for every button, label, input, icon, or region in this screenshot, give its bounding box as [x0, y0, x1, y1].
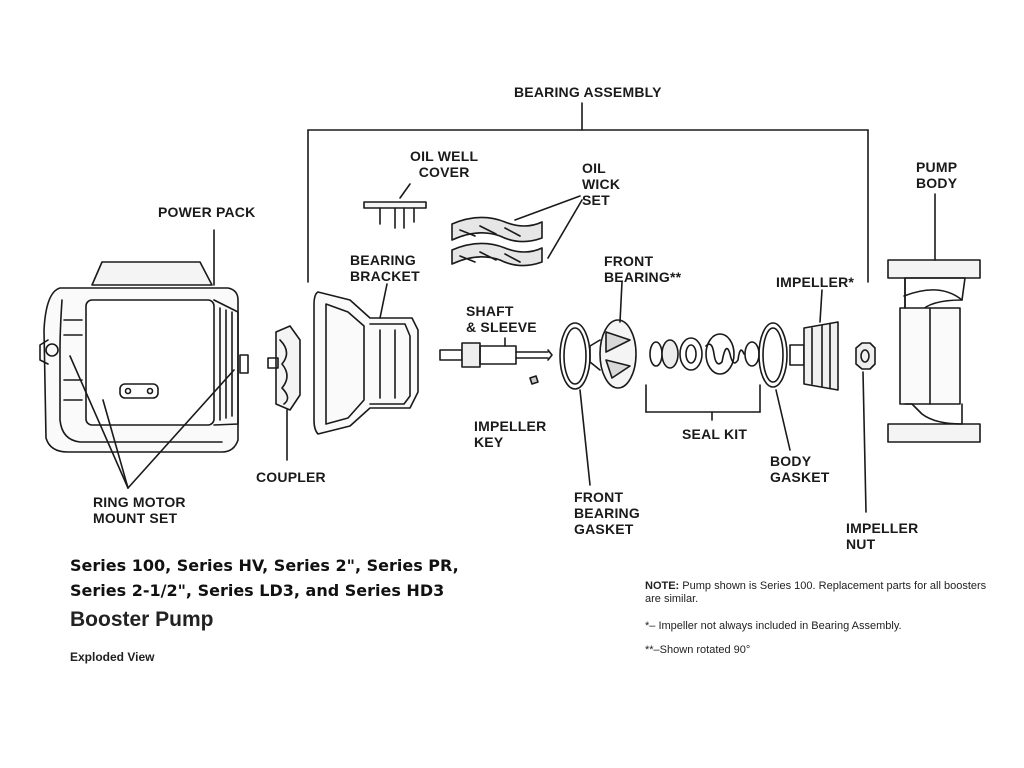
bearing-bracket-drawing — [313, 283, 419, 435]
oil-well-cover-drawing — [363, 183, 427, 229]
oil-wick-set-drawing — [451, 195, 583, 267]
coupler-drawing — [267, 325, 301, 461]
label-shaft-sleeve: SHAFT & SLEEVE — [466, 303, 537, 335]
diagram-title: Booster Pump — [70, 608, 214, 631]
label-bearing-bracket: BEARING BRACKET — [350, 252, 420, 284]
power-pack-drawing — [39, 261, 249, 453]
label-body-gasket: BODY GASKET — [770, 453, 830, 485]
label-coupler: COUPLER — [256, 469, 326, 485]
label-seal-kit: SEAL KIT — [682, 426, 748, 442]
pump-body-drawing — [887, 193, 981, 443]
label-power-pack: POWER PACK — [158, 204, 256, 220]
label-front-bearing-gasket: FRONT BEARING GASKET — [574, 489, 640, 537]
note-text: Pump shown is Series 100. Replacement pa… — [645, 580, 987, 605]
shaft-and-sleeve-drawing — [439, 337, 553, 385]
front-bearing-drawing — [589, 281, 637, 389]
label-bearing-assembly: BEARING ASSEMBLY — [514, 84, 662, 100]
label-oil-wick-set: OIL WICK SET — [582, 160, 621, 208]
note-block: NOTE: Pump shown is Series 100. Replacem… — [645, 580, 990, 606]
impeller-drawing — [789, 289, 839, 391]
footnote-rotated: **–Shown rotated 90° — [645, 644, 751, 656]
bearing-assembly-bracket — [307, 102, 869, 283]
label-impeller-nut: IMPELLER NUT — [846, 520, 919, 552]
series-caption: Series 100, Series HV, Series 2", Series… — [70, 553, 459, 603]
series-line-1: Series 100, Series HV, Series 2", Series… — [70, 556, 459, 575]
label-pump-body: PUMP BODY — [916, 159, 958, 191]
diagram-subtitle: Exploded View — [70, 650, 155, 664]
impeller-nut-drawing — [855, 342, 876, 513]
footnote-impeller: *– Impeller not always included in Beari… — [645, 620, 902, 632]
label-impeller-key: IMPELLER KEY — [474, 418, 547, 450]
series-line-2: Series 2-1/2", Series LD3, and Series HD… — [70, 581, 445, 600]
label-oil-well-cover: OIL WELL COVER — [410, 148, 479, 180]
note-label: NOTE: — [645, 580, 680, 592]
label-ring-motor-mount-set: RING MOTOR MOUNT SET — [93, 494, 186, 526]
label-impeller: IMPELLER* — [776, 274, 855, 290]
seal-kit-drawing — [645, 333, 761, 421]
label-front-bearing: FRONT BEARING** — [604, 253, 682, 285]
body-gasket-drawing — [758, 322, 788, 388]
